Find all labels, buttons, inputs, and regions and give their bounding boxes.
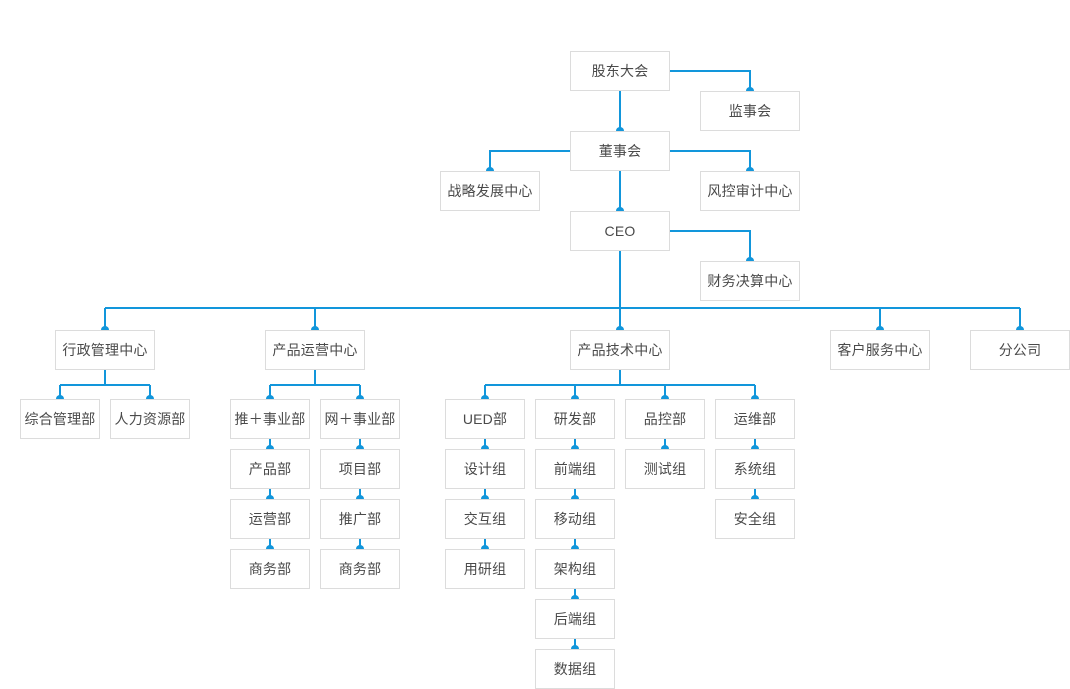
org-node-tech-ued-design[interactable]: 设计组 (445, 449, 525, 489)
org-node-label: 推＋事业部 (234, 411, 306, 427)
org-node-tech-qa-test[interactable]: 测试组 (625, 449, 705, 489)
org-node-shareholders[interactable]: 股东大会 (570, 51, 670, 91)
org-node-label: 监事会 (728, 103, 772, 119)
org-node-board[interactable]: 董事会 (570, 131, 670, 171)
org-node-prodops[interactable]: 产品运营中心 (265, 330, 365, 370)
org-node-ops-tui-product[interactable]: 产品部 (230, 449, 310, 489)
org-node-label: 产品运营中心 (272, 342, 358, 358)
org-node-ops-wang-business[interactable]: 商务部 (320, 549, 400, 589)
org-node-tech-ued-interaction[interactable]: 交互组 (445, 499, 525, 539)
org-node-label: 综合管理部 (24, 411, 96, 427)
org-node-label: 推广部 (338, 511, 382, 527)
org-node-label: 研发部 (553, 411, 597, 427)
org-node-label: 用研组 (463, 561, 507, 577)
org-node-label: 安全组 (733, 511, 777, 527)
org-node-tech-rd-data[interactable]: 数据组 (535, 649, 615, 689)
org-node-finance[interactable]: 财务决算中心 (700, 261, 800, 301)
org-node-label: 项目部 (338, 461, 382, 477)
org-node-label: 风控审计中心 (707, 183, 793, 199)
org-node-label: 人力资源部 (114, 411, 186, 427)
org-node-ops-tui[interactable]: 推＋事业部 (230, 399, 310, 439)
org-node-label: 运维部 (733, 411, 777, 427)
org-node-label: 后端组 (553, 611, 597, 627)
org-node-label: 移动组 (553, 511, 597, 527)
org-node-label: 商务部 (338, 561, 382, 577)
org-node-label: 产品技术中心 (577, 342, 663, 358)
org-node-admin-general[interactable]: 综合管理部 (20, 399, 100, 439)
org-node-label: 架构组 (553, 561, 597, 577)
org-node-label: 分公司 (998, 342, 1042, 358)
org-node-label: 数据组 (553, 661, 597, 677)
org-node-ops-wang-project[interactable]: 项目部 (320, 449, 400, 489)
org-node-riskaudit[interactable]: 风控审计中心 (700, 171, 800, 211)
org-node-supervisory[interactable]: 监事会 (700, 91, 800, 131)
org-node-ops-wang-promo[interactable]: 推广部 (320, 499, 400, 539)
org-node-label: 品控部 (643, 411, 687, 427)
org-node-admin-hr[interactable]: 人力资源部 (110, 399, 190, 439)
org-node-label: CEO (604, 223, 636, 239)
org-node-tech-ued[interactable]: UED部 (445, 399, 525, 439)
org-node-tech-ops[interactable]: 运维部 (715, 399, 795, 439)
org-node-tech-rd[interactable]: 研发部 (535, 399, 615, 439)
org-node-ops-wang[interactable]: 网＋事业部 (320, 399, 400, 439)
org-node-label: 财务决算中心 (707, 273, 793, 289)
org-node-strategy[interactable]: 战略发展中心 (440, 171, 540, 211)
org-node-label: 战略发展中心 (447, 183, 533, 199)
org-node-ops-tui-business[interactable]: 商务部 (230, 549, 310, 589)
org-node-label: 前端组 (553, 461, 597, 477)
org-node-label: 客户服务中心 (837, 342, 923, 358)
org-node-tech-qa[interactable]: 品控部 (625, 399, 705, 439)
org-node-label: 行政管理中心 (62, 342, 148, 358)
org-node-label: 商务部 (248, 561, 292, 577)
org-node-branch[interactable]: 分公司 (970, 330, 1070, 370)
org-node-label: 设计组 (463, 461, 507, 477)
org-node-tech-rd-frontend[interactable]: 前端组 (535, 449, 615, 489)
org-node-customer[interactable]: 客户服务中心 (830, 330, 930, 370)
org-node-label: UED部 (462, 411, 508, 427)
org-node-label: 股东大会 (591, 63, 649, 79)
org-node-label: 测试组 (643, 461, 687, 477)
org-node-prodtech[interactable]: 产品技术中心 (570, 330, 670, 370)
org-node-tech-rd-arch[interactable]: 架构组 (535, 549, 615, 589)
org-node-label: 网＋事业部 (324, 411, 396, 427)
org-node-label: 董事会 (598, 143, 642, 159)
org-node-tech-rd-backend[interactable]: 后端组 (535, 599, 615, 639)
org-node-label: 运营部 (248, 511, 292, 527)
org-node-label: 系统组 (733, 461, 777, 477)
org-node-tech-ops-system[interactable]: 系统组 (715, 449, 795, 489)
org-node-admin[interactable]: 行政管理中心 (55, 330, 155, 370)
org-node-tech-ued-research[interactable]: 用研组 (445, 549, 525, 589)
org-node-tech-rd-mobile[interactable]: 移动组 (535, 499, 615, 539)
org-node-tech-ops-security[interactable]: 安全组 (715, 499, 795, 539)
org-node-ops-tui-operate[interactable]: 运营部 (230, 499, 310, 539)
org-node-ceo[interactable]: CEO (570, 211, 670, 251)
org-node-label: 产品部 (248, 461, 292, 477)
org-node-label: 交互组 (463, 511, 507, 527)
